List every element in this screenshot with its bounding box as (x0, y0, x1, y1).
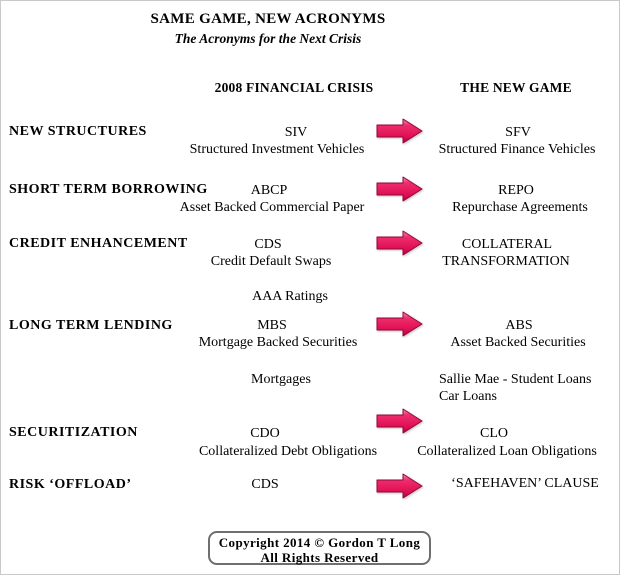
row6-old-acronym: CDS (251, 477, 279, 492)
row4-new-full: Asset Backed Securities (450, 335, 586, 350)
right-arrow-icon (376, 118, 423, 144)
car-loans-note: Car Loans (439, 389, 497, 404)
row5-new-full: Collateralized Loan Obligations (417, 444, 597, 459)
copyright-box: Copyright 2014 © Gordon T Long All Right… (208, 531, 431, 565)
right-arrow-icon (376, 408, 423, 434)
row1-new-acronym: SFV (505, 125, 531, 140)
row5-old-acronym: CDO (250, 426, 280, 441)
page-subtitle: The Acronyms for the Next Crisis (174, 31, 362, 46)
row2-old-full: Asset Backed Commercial Paper (179, 200, 365, 215)
column-header-2008-crisis: 2008 FINANCIAL CRISIS (214, 80, 374, 95)
row6-category: RISK ‘OFFLOAD’ (9, 477, 132, 492)
row4-new-acronym: ABS (505, 318, 533, 333)
row4-old-full: Mortgage Backed Securities (198, 335, 358, 350)
row2-category: SHORT TERM BORROWING (9, 182, 208, 197)
copyright-line1: Copyright 2014 © Gordon T Long (218, 535, 421, 550)
row3-new-acronym: COLLATERAL (461, 237, 553, 252)
row3-category: CREDIT ENHANCEMENT (9, 236, 188, 251)
right-arrow-icon (376, 473, 423, 499)
row4-old-acronym: MBS (257, 318, 287, 333)
copyright-line2: All Rights Reserved (260, 550, 379, 565)
row3-old-full: Credit Default Swaps (210, 254, 332, 269)
row6-new-acronym: ‘SAFEHAVEN’ CLAUSE (451, 476, 599, 491)
row4-category: LONG TERM LENDING (9, 318, 173, 333)
mortgages-note: Mortgages (251, 372, 311, 387)
row3-new-full: TRANSFORMATION (442, 254, 570, 269)
row5-new-acronym: CLO (480, 426, 508, 441)
row1-new-full: Structured Finance Vehicles (438, 142, 596, 157)
sallie-mae-note: Sallie Mae - Student Loans (439, 372, 592, 387)
column-header-new-game: THE NEW GAME (460, 80, 572, 95)
right-arrow-icon (376, 176, 423, 202)
right-arrow-icon (376, 230, 423, 256)
row3-old-acronym: CDS (254, 237, 282, 252)
row1-category: NEW STRUCTURES (9, 124, 147, 139)
row1-old-acronym: SIV (284, 125, 308, 140)
page-title: SAME GAME, NEW ACRONYMS (150, 11, 386, 27)
aaa-ratings-note: AAA Ratings (252, 289, 328, 304)
row2-old-acronym: ABCP (250, 183, 288, 198)
right-arrow-icon (376, 311, 423, 337)
row2-new-acronym: REPO (498, 183, 534, 198)
row1-old-full: Structured Investment Vehicles (189, 142, 365, 157)
row5-old-full: Collateralized Debt Obligations (198, 444, 378, 459)
row2-new-full: Repurchase Agreements (452, 200, 588, 215)
row5-category: SECURITIZATION (9, 425, 138, 440)
